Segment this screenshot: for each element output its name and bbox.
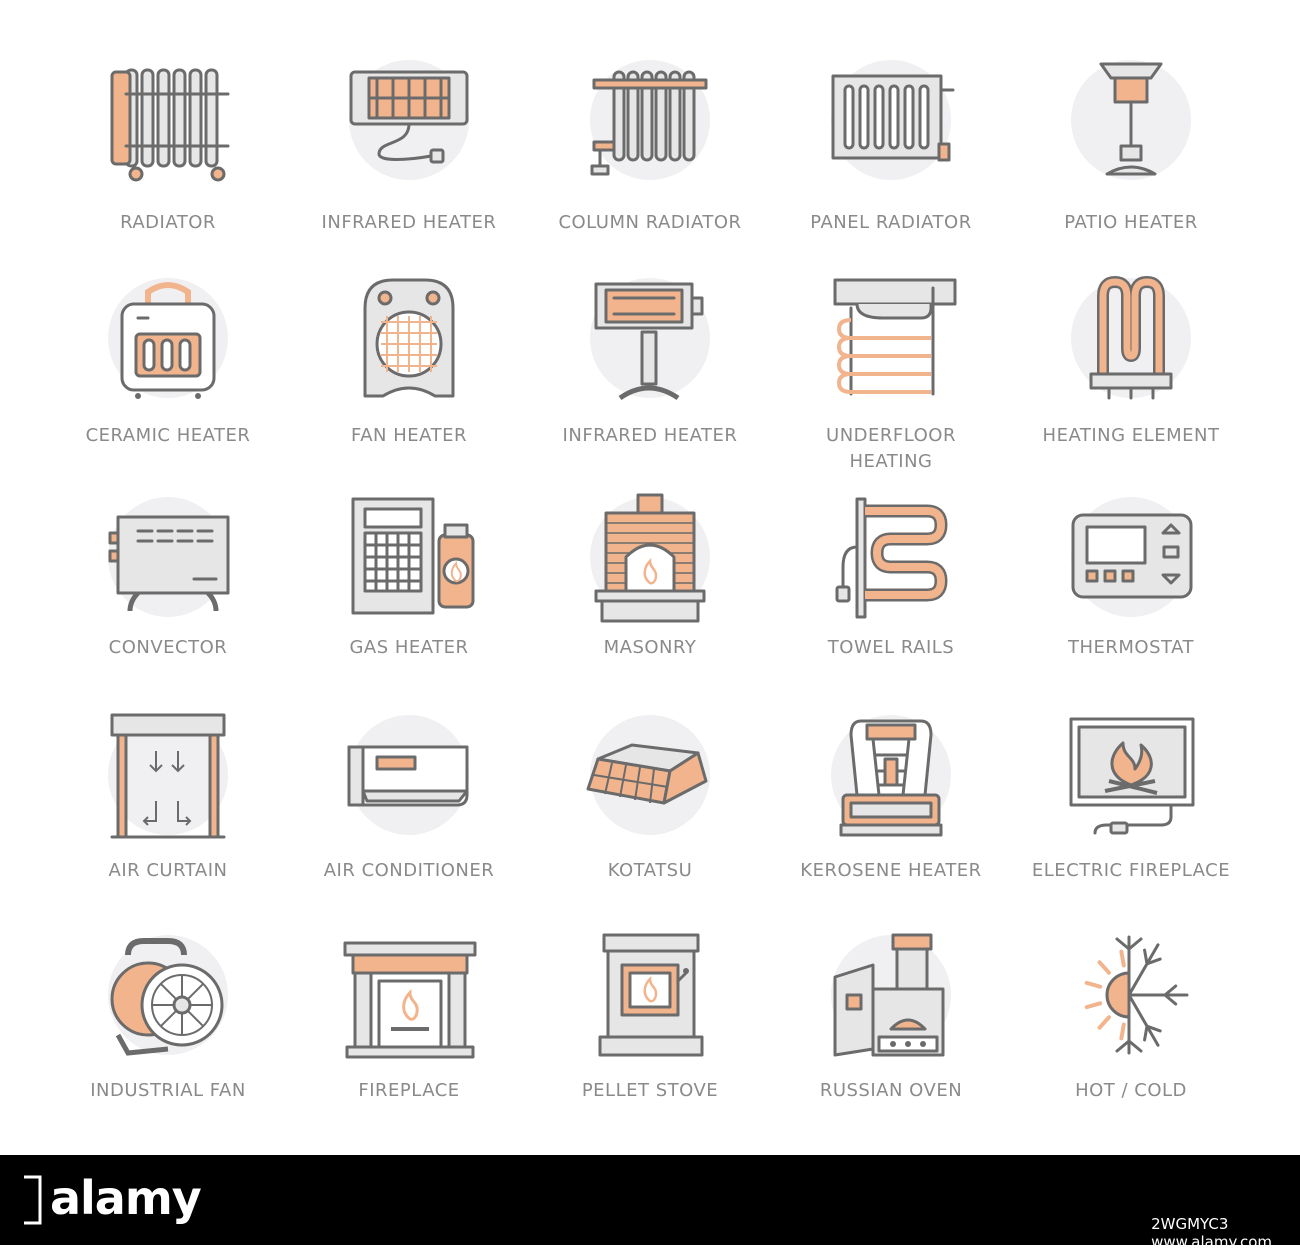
panel-radiator-icon	[831, 60, 955, 180]
icon-tile: PELLET STOVE	[530, 925, 770, 1135]
icon-label: MASONRY	[603, 637, 697, 658]
icon-tile: INDUSTRIAL FAN	[48, 925, 288, 1135]
icon-tile: INFRARED HEATER	[530, 268, 770, 478]
icon-tile: PANEL RADIATOR	[771, 50, 1011, 260]
kerosene-heater-icon	[831, 715, 951, 837]
icon-tile: FAN HEATER	[289, 268, 529, 478]
towel-rails-icon	[835, 497, 948, 619]
icon-label: TOWEL RAILS	[827, 637, 955, 658]
icon-label: PANEL RADIATOR	[810, 212, 972, 233]
icon-tile: GAS HEATER	[289, 487, 529, 697]
icon-label: UNDERFLOOR HEATING	[826, 425, 956, 472]
air-curtain-icon	[108, 713, 228, 839]
fireplace-icon	[343, 941, 477, 1059]
heating-element-icon	[1071, 275, 1191, 400]
icon-tile: KOTATSU	[530, 705, 770, 915]
icon-label: INFRARED HEATER	[562, 425, 738, 446]
standing-infrared-heater-icon	[590, 278, 710, 401]
icon-label: KOTATSU	[607, 860, 693, 881]
hot-cold-icon	[1084, 935, 1189, 1055]
air-conditioner-icon	[347, 715, 469, 835]
icon-tile: CERAMIC HEATER	[48, 268, 288, 478]
icon-tile: AIR CONDITIONER	[289, 705, 529, 915]
thermostat-icon	[1071, 497, 1193, 617]
underfloor-heating-icon	[833, 278, 957, 396]
icon-tile: KEROSENE HEATER	[771, 705, 1011, 915]
icon-tile: THERMOSTAT	[1011, 487, 1251, 697]
icon-label: CONVECTOR	[108, 637, 228, 658]
icon-tile: COLUMN RADIATOR	[530, 50, 770, 260]
icon-tile: FIREPLACE	[289, 925, 529, 1135]
icon-grid: RADIATOR INFRARED HEATER COLUMN RADIATOR PA…	[48, 50, 1251, 1135]
icon-label: RUSSIAN OVEN	[819, 1080, 963, 1101]
icon-label: GAS HEATER	[349, 637, 469, 658]
icon-label: PELLET STOVE	[581, 1080, 719, 1101]
oil-radiator-icon	[110, 68, 230, 182]
convector-icon	[108, 497, 230, 617]
fan-heater-icon	[363, 278, 455, 398]
icon-tile: RADIATOR	[48, 50, 288, 260]
icon-label: HOT / COLD	[1075, 1080, 1187, 1101]
icon-label: FAN HEATER	[351, 425, 467, 446]
kotatsu-icon	[586, 715, 710, 835]
icon-tile: INFRARED HEATER	[289, 50, 529, 260]
icon-tile: HEATING ELEMENT	[1011, 268, 1251, 478]
russian-oven-icon	[831, 933, 951, 1057]
electric-fireplace-icon	[1069, 717, 1195, 835]
stock-footer: alamy 2WGMYC3 www.alamy.com	[0, 1155, 1300, 1251]
icon-label: FIREPLACE	[358, 1080, 460, 1101]
icon-tile: MASONRY	[530, 487, 770, 697]
icon-tile: UNDERFLOOR HEATING	[771, 268, 1011, 478]
icon-label: PATIO HEATER	[1064, 212, 1198, 233]
icon-label: COLUMN RADIATOR	[558, 212, 742, 233]
image-id-text: 2WGMYC3	[1151, 1215, 1229, 1233]
icon-label: KEROSENE HEATER	[800, 860, 982, 881]
icon-label: RADIATOR	[120, 212, 216, 233]
icon-label: INDUSTRIAL FAN	[90, 1080, 246, 1101]
alamy-logo-mark	[24, 1175, 42, 1225]
icon-label: AIR CONDITIONER	[323, 860, 495, 881]
icon-tile: HOT / COLD	[1011, 925, 1251, 1135]
column-radiator-icon	[590, 60, 710, 180]
icon-tile: RUSSIAN OVEN	[771, 925, 1011, 1135]
icon-tile: AIR CURTAIN	[48, 705, 288, 915]
icon-tile: PATIO HEATER	[1011, 50, 1251, 260]
masonry-heater-icon	[590, 493, 710, 623]
icon-label: INFRARED HEATER	[321, 212, 497, 233]
icon-tile: TOWEL RAILS	[771, 487, 1011, 697]
alamy-logo: alamy	[50, 1171, 202, 1225]
patio-heater-icon	[1071, 60, 1191, 180]
gas-heater-icon	[351, 497, 475, 615]
infrared-heater-icon	[349, 60, 469, 180]
icon-label: HEATING ELEMENT	[1042, 425, 1220, 446]
icon-tile: CONVECTOR	[48, 487, 288, 697]
icon-tile: ELECTRIC FIREPLACE	[1011, 705, 1251, 915]
site-url: www.alamy.com	[1151, 1233, 1272, 1251]
pellet-stove-icon	[598, 933, 704, 1057]
ceramic-heater-icon	[108, 278, 228, 399]
icon-label: ELECTRIC FIREPLACE	[1031, 860, 1231, 881]
icon-label: AIR CURTAIN	[108, 860, 228, 881]
image-id: 2WGMYC3 www.alamy.com	[1151, 1215, 1272, 1251]
icon-label: THERMOSTAT	[1067, 637, 1195, 658]
industrial-fan-icon	[108, 935, 228, 1056]
icon-label: CERAMIC HEATER	[85, 425, 251, 446]
